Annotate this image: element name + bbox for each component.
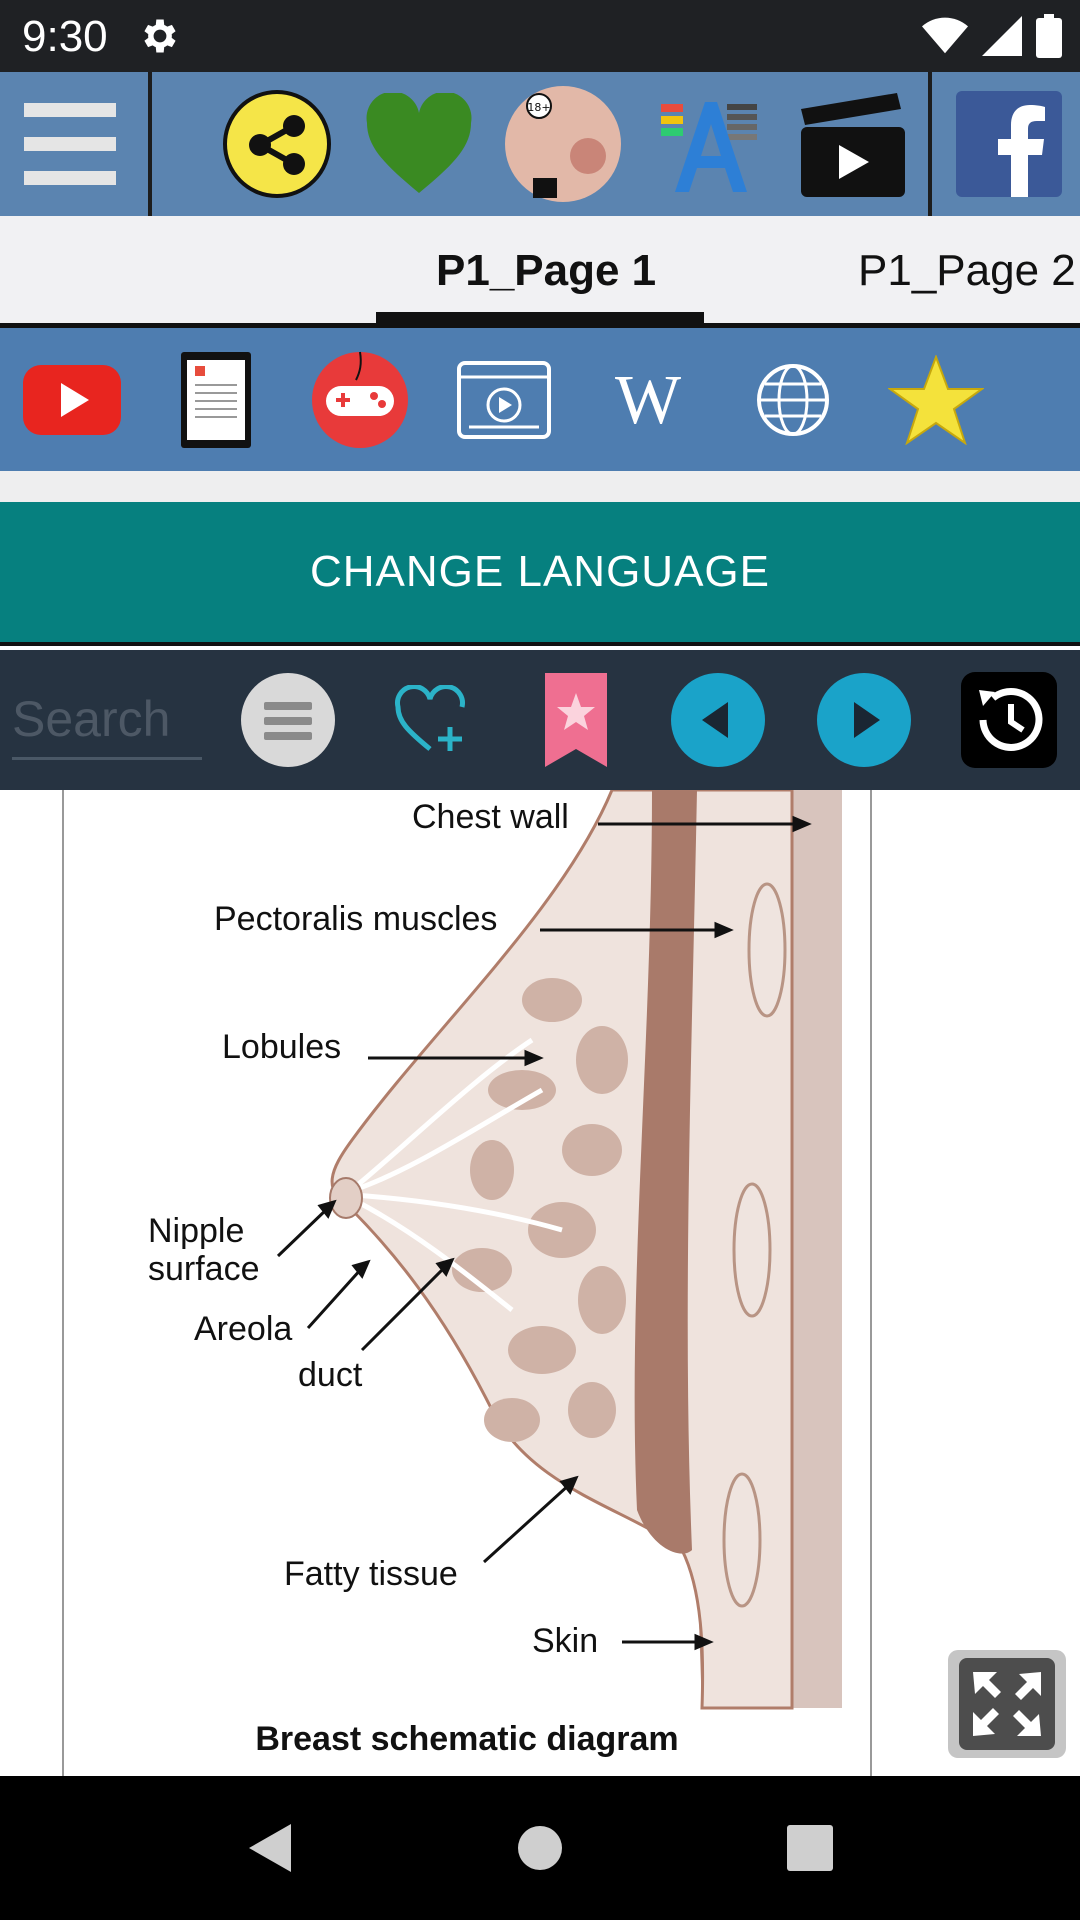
game-controller-icon[interactable] [310,328,410,471]
history-icon[interactable] [960,650,1058,790]
facebook-icon[interactable] [956,72,1062,216]
video-clapper-icon[interactable] [794,72,910,216]
label-lobules: Lobules [222,1028,341,1066]
ebook-icon[interactable] [180,328,252,471]
settings-gear-icon [144,19,176,53]
lobules-cluster [452,978,628,1442]
label-nipple-line2: surface [148,1250,260,1288]
nav-back-icon[interactable] [230,1776,310,1920]
nav-recents-icon[interactable] [770,1776,850,1920]
rib-cross-sections [722,882,787,1608]
heart-icon[interactable] [362,72,476,216]
search-input[interactable] [12,680,202,760]
content-frame-left [62,790,64,1776]
tab-page-2[interactable]: P1_Page 2 [858,246,1076,295]
search-toolbar [0,650,1080,790]
menu-circle-icon[interactable] [240,650,336,790]
toolbar-divider [148,72,152,216]
label-nipple-line1: Nipple [148,1212,244,1250]
menu-icon[interactable] [10,72,130,216]
next-icon[interactable] [816,650,912,790]
label-chest-wall: Chest wall [412,798,569,836]
status-time: 9:30 [22,12,108,61]
previous-icon[interactable] [670,650,766,790]
breast-schematic-diagram: Chest wall Pectoralis muscles Lobules Ni… [92,790,842,1718]
wikipedia-icon[interactable]: W [600,328,696,471]
content-frame-right [870,790,872,1776]
youtube-icon[interactable] [22,328,122,471]
bookmark-icon[interactable] [540,650,612,790]
label-duct: duct [298,1356,363,1394]
globe-icon[interactable] [748,328,838,471]
share-icon[interactable] [218,72,336,216]
wifi-icon [922,17,968,54]
font-size-icon[interactable] [654,72,764,216]
svg-text:W: W [615,365,681,435]
tab-page-1[interactable]: P1_Page 1 [436,246,657,295]
label-fatty-tissue: Fatty tissue [284,1555,458,1593]
change-language-button[interactable]: CHANGE LANGUAGE [0,502,1080,646]
fullscreen-button[interactable] [948,1650,1066,1758]
label-arrows [276,815,812,1651]
diagram-caption: Breast schematic diagram [255,1720,679,1758]
signal-icon [982,16,1022,56]
label-areola: Areola [194,1310,292,1348]
pectoralis-layer [634,790,697,1554]
system-navigation-bar [0,1776,1080,1920]
status-bar: 9:30 [0,0,1080,72]
label-skin: Skin [532,1622,598,1660]
spacer [0,471,1080,502]
star-icon[interactable] [886,328,986,471]
heart-plus-icon[interactable] [392,650,474,790]
label-pectoralis-muscles: Pectoralis muscles [214,900,497,938]
feature-icon-row: W [0,328,1080,471]
page-tabs: P1_Page 1 P1_Page 2 [0,216,1080,328]
battery-icon [1036,14,1062,58]
expand-icon [959,1658,1055,1750]
article-content: Chest wall Pectoralis muscles Lobules Ni… [0,790,1080,1776]
app-thumbnail-icon[interactable]: 18+ [502,72,624,216]
toolbar-divider [928,72,932,216]
top-toolbar: 18+ [0,72,1080,216]
active-tab-indicator [376,312,704,324]
ducts [352,1037,563,1312]
nipple-shape [329,1177,363,1219]
svg-text:18+: 18+ [527,101,550,114]
video-player-icon[interactable] [456,328,552,471]
nav-home-icon[interactable] [500,1776,580,1920]
